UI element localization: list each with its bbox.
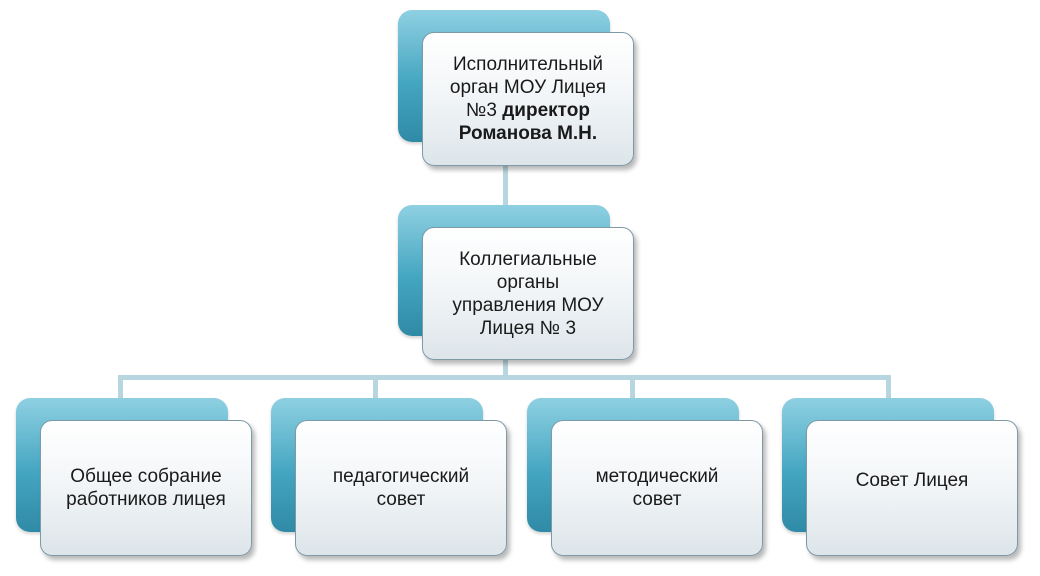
methodical-council-line1: методический <box>595 466 719 487</box>
connector-bus-child-1 <box>118 375 123 401</box>
node-pedagogical-council-box: педагогический совет <box>295 420 507 556</box>
collegial-line4: Лицея № 3 <box>479 317 577 339</box>
executive-line1: Исполнительный <box>453 54 603 75</box>
connector-executive-collegial <box>503 164 508 226</box>
executive-line3-bold: директор <box>502 100 590 121</box>
collegial-line1: Коллегиальные <box>459 248 597 270</box>
executive-line4-bold: Романова М.Н. <box>458 123 598 144</box>
node-executive: Исполнительный орган МОУ Лицея №3 директ… <box>398 10 634 166</box>
executive-line2: орган МОУ Лицея <box>449 77 607 98</box>
connector-collegial-bus <box>503 358 508 378</box>
node-lyceum-council-box: Совет Лицея <box>806 420 1018 556</box>
pedagogical-council-line1: педагогический <box>332 466 470 487</box>
lyceum-council-line1: Совет Лицея <box>855 469 969 491</box>
node-lyceum-council: Совет Лицея <box>782 398 1018 556</box>
connector-bus-child-4 <box>886 375 891 401</box>
connector-bus-child-2 <box>373 375 378 401</box>
executive-line3-regular: №3 <box>466 100 503 121</box>
node-collegial-box: Коллегиальные органы управления МОУ Лице… <box>422 227 634 360</box>
node-general-meeting: Общее собрание работников лицея <box>16 398 252 556</box>
methodical-council-line2: совет <box>632 489 682 510</box>
general-meeting-line2: работников лицея <box>66 489 226 510</box>
node-executive-box: Исполнительный орган МОУ Лицея №3 директ… <box>422 32 634 166</box>
pedagogical-council-line2: совет <box>376 489 426 510</box>
connector-horizontal-bus <box>118 375 891 380</box>
collegial-line3: управления МОУ <box>452 294 604 316</box>
collegial-line2: органы <box>496 271 560 293</box>
node-methodical-council-box: методический совет <box>551 420 763 556</box>
node-general-meeting-box: Общее собрание работников лицея <box>40 420 252 556</box>
general-meeting-line1: Общее собрание <box>70 466 222 487</box>
node-collegial: Коллегиальные органы управления МОУ Лице… <box>398 205 634 360</box>
node-pedagogical-council: педагогический совет <box>271 398 507 556</box>
node-methodical-council: методический совет <box>527 398 763 556</box>
connector-bus-child-3 <box>630 375 635 401</box>
